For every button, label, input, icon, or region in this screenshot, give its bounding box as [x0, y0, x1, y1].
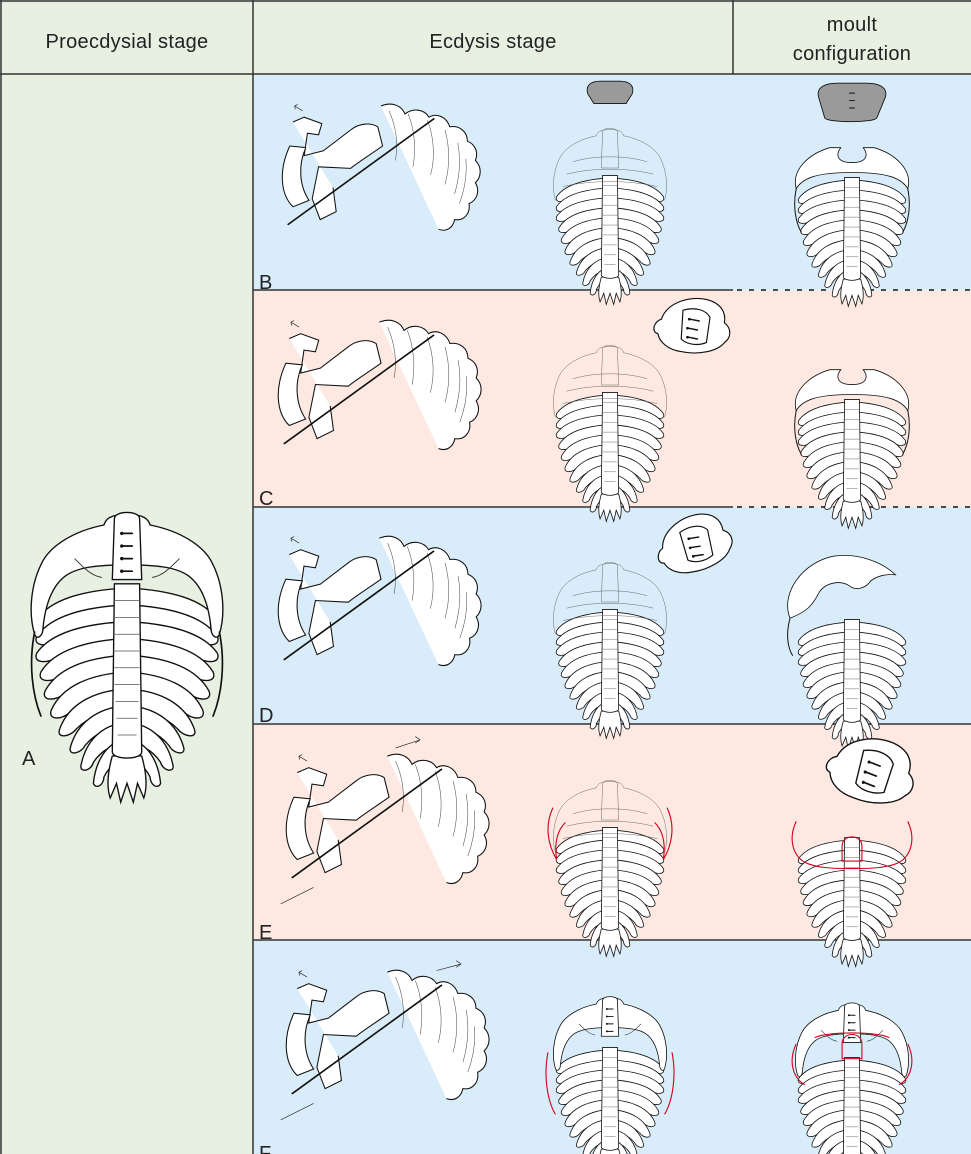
header-ecdysis-stage: Ecdysis stage	[429, 31, 556, 53]
header-proecdysial-stage: Proecdysial stage	[46, 31, 209, 53]
panel-label-d: D	[259, 705, 273, 727]
header-moult-configuration-line1: moult	[827, 14, 878, 36]
panel-label-f: F	[259, 1143, 271, 1154]
panel-label-a: A	[22, 748, 36, 770]
row-f-moult-configuration	[792, 1003, 912, 1154]
header-moult-configuration-line2: configuration	[793, 43, 911, 65]
panel-label-e: E	[259, 922, 272, 944]
panel-label-c: C	[259, 488, 273, 510]
panel-label-b: B	[259, 272, 272, 294]
